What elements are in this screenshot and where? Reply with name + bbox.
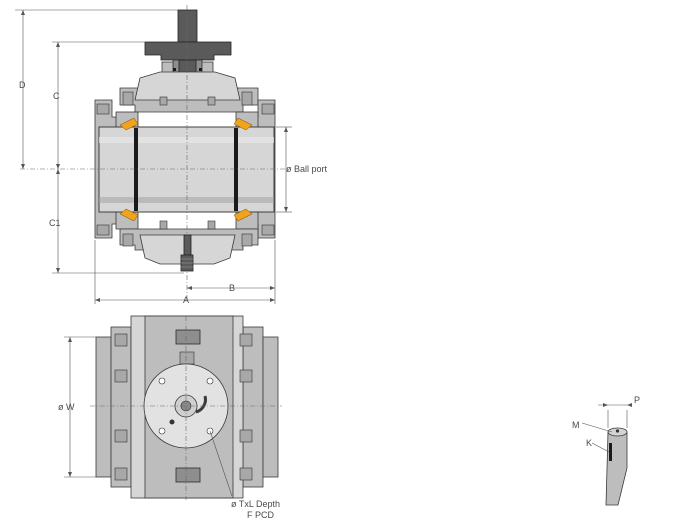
body-bolt [241,233,253,247]
label-ball-port: ø Ball port [286,164,328,174]
label-K: K [586,438,592,448]
front-bolt [114,333,128,347]
pcd-hole [158,377,166,385]
shaft-body [605,431,628,506]
front-flange-right [262,336,279,478]
flange-bolt [96,103,110,115]
front-flange-ring-right [242,326,264,488]
front-bolt [239,467,253,481]
front-flange-ring-left [110,326,132,488]
dimension-B: B [187,283,275,293]
front-bolt [114,429,128,443]
top-flange-plate [144,41,232,61]
bonnet-bolt [159,96,168,106]
label-f-pcd: F PCD [247,510,275,520]
label-B: B [229,283,235,293]
seal-insert [233,117,253,131]
stem-top [177,9,198,43]
dimension-C: C [52,41,145,169]
seal-insert [119,208,139,222]
label-C1: C1 [49,218,61,228]
seal-insert [119,117,139,131]
flange-bolt [261,224,275,236]
body-bolt [122,233,134,247]
locating-hole [169,419,175,425]
flange-bolt [261,103,275,115]
label-A: A [183,295,189,305]
pcd-hole [158,427,166,435]
shaft-detail: P M K [572,395,640,506]
seal-dot [199,68,202,71]
pcd-hole [206,377,214,385]
front-bolt [114,369,128,383]
valve-front-view [95,315,279,499]
seal-dot [173,68,176,71]
bonnet-bolt [207,220,216,230]
dimension-W: ø W [58,336,96,478]
bonnet-cover [134,71,241,101]
body-bolt [241,91,253,106]
front-bolt [239,333,253,347]
label-D: D [19,80,26,90]
drain-stem [183,234,192,256]
dimension-ball-port: ø Ball port [276,126,328,213]
bonnet-bolt [159,220,168,230]
shaft-keyway [609,443,612,461]
dimension-txl: ø TxL Depth F PCD [209,430,280,520]
body-bolt [122,91,134,106]
dimension-A: A [94,240,276,305]
front-flange-left [95,336,112,478]
front-bolt [239,369,253,383]
top-lug [175,329,201,345]
valve-section-view [94,9,276,272]
bonnet-bolt [207,96,216,106]
seal-insert [233,208,253,222]
dimension-C1: C1 [49,169,184,274]
stem-boss [179,351,195,365]
label-W: ø W [58,402,75,412]
dimension-D: D [15,9,178,169]
bottom-lug [175,467,201,483]
label-txl-depth: ø TxL Depth [231,499,280,509]
flange-bolt [96,224,110,236]
label-C: C [53,91,60,101]
label-M: M [572,420,580,430]
label-P: P [634,395,640,405]
seat-ring-left [134,128,138,211]
front-bolt [239,429,253,443]
seat-ring-right [234,128,238,211]
front-bolt [114,467,128,481]
